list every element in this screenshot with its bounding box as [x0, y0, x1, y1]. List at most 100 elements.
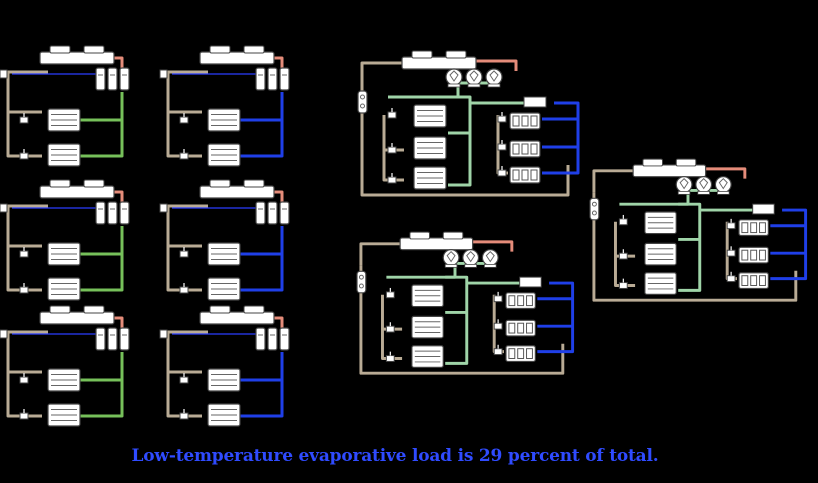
screw-compressor-icon [465, 68, 483, 88]
expansion-valve-icon [387, 108, 397, 119]
evaporator-icon [413, 104, 447, 128]
interstage-pipe [678, 202, 702, 292]
expansion-valve-icon [493, 319, 503, 330]
suction-pipe [240, 120, 284, 158]
screw-compressor-icon [675, 176, 693, 195]
caption: Low-temperature evaporative load is 29 p… [131, 446, 659, 466]
expansion-valve-icon [618, 249, 628, 260]
liquid-pipe [360, 85, 570, 197]
expansion-valve-icon [179, 149, 189, 160]
expansion-valve-icon [179, 373, 189, 384]
expansion-valve-icon [726, 271, 736, 283]
expansion-valve-icon [497, 166, 507, 177]
evaporator-icon [47, 242, 81, 266]
liquid-pipe [360, 61, 402, 85]
simple-system [0, 179, 130, 301]
suction-pipe [80, 226, 124, 256]
expansion-valve-icon [726, 218, 736, 230]
condenser-icon [399, 231, 474, 251]
compressor-icon [95, 201, 130, 225]
evaporator-icon [411, 345, 444, 368]
expansion-valve-icon [179, 283, 189, 294]
screw-compressor-icon [442, 249, 460, 268]
evaporator-icon [47, 277, 81, 301]
evaporator-icon [413, 166, 447, 190]
expansion-valve-icon [497, 140, 507, 151]
compressor-icon [255, 201, 290, 225]
liquid-pipe [6, 334, 42, 418]
evaporator-icon [411, 284, 444, 308]
receiver-icon [159, 69, 168, 79]
condenser-icon [199, 45, 275, 65]
liquid-pipe [592, 192, 798, 302]
receiver-icon [0, 69, 8, 79]
cascade-system [356, 231, 575, 375]
expansion-valve-icon [19, 113, 29, 124]
evaporator-icon [644, 211, 677, 235]
compressor-icon [95, 327, 130, 351]
expansion-valve-icon [493, 291, 503, 303]
low-temp-evaporator-icon [505, 292, 536, 310]
liquid-pipe [6, 330, 48, 374]
compressor-icon [255, 327, 290, 351]
low-temp-evaporator-icon [738, 272, 769, 290]
receiver-icon [159, 329, 168, 339]
expansion-valve-icon [387, 143, 397, 154]
suction-pipe [240, 352, 284, 382]
expansion-valve-icon [385, 351, 395, 362]
interstage-pipe [448, 95, 472, 187]
interstage-pipe [445, 275, 469, 365]
evaporator-icon [207, 143, 241, 167]
liquid-pipe [6, 208, 42, 292]
interstage-pipe [619, 188, 728, 206]
screw-compressor-icon [481, 249, 499, 268]
low-temp-evaporator-icon [505, 345, 536, 363]
suction-pipe [542, 101, 580, 175]
screw-compressor-icon [485, 68, 503, 88]
simple-system [159, 45, 290, 167]
suction-pipe [240, 380, 284, 418]
expansion-valve-icon [179, 113, 189, 124]
evaporator-icon [644, 242, 677, 266]
compressor-icon [95, 67, 130, 91]
screw-compressor-icon [445, 68, 463, 88]
liquid-pipe [592, 169, 634, 193]
expansion-valve-icon [385, 322, 395, 333]
expansion-valve-icon [497, 112, 507, 123]
liquid-pipe [166, 208, 202, 292]
condenser-icon [632, 158, 707, 178]
liquid-pipe [166, 70, 208, 114]
liquid-pipe [6, 74, 42, 158]
suction-pipe [537, 281, 575, 354]
evaporator-icon [411, 315, 444, 339]
screw-compressor-icon [714, 176, 732, 195]
receiver-icon [0, 203, 8, 213]
expansion-valve-icon [179, 247, 189, 258]
compressor-icon [255, 67, 290, 91]
screw-compressor-icon [695, 176, 713, 195]
evaporator-icon [47, 108, 81, 132]
liquid-pipe [166, 74, 202, 158]
low-temp-evaporator-icon [738, 246, 769, 264]
cascade-system [357, 50, 580, 197]
expansion-valve-icon [19, 247, 29, 258]
liquid-pipe [382, 115, 404, 182]
condenser-icon [401, 50, 477, 70]
evaporator-icon [47, 403, 81, 427]
liquid-pipe [359, 242, 401, 266]
condenser-icon [199, 305, 275, 325]
condenser-icon [39, 305, 115, 325]
simple-system [0, 305, 130, 427]
evaporator-icon [207, 108, 241, 132]
evaporator-icon [47, 143, 81, 167]
suction-pipe [80, 380, 124, 418]
expansion-valve-icon [618, 278, 628, 289]
liquid-pipe [381, 294, 403, 360]
liquid-pipe [6, 70, 48, 114]
expansion-valve-icon [19, 409, 29, 420]
discharge-pipe [476, 59, 518, 71]
suction-pipe [240, 254, 284, 292]
liquid-pipe [166, 330, 208, 374]
simple-system [159, 305, 290, 427]
